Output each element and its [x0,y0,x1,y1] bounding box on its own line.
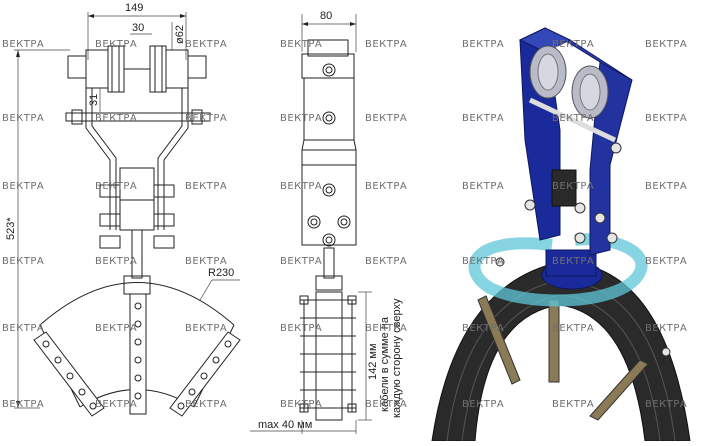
dim-30: 30 [132,22,144,34]
watermark: ВЕКТРА [185,256,227,267]
dim-80: 80 [320,10,332,22]
watermark: ВЕКТРА [462,113,504,124]
right-clamp-plate [169,331,241,417]
watermark: ВЕКТРА [2,113,44,124]
watermark: ВЕКТРА [462,323,504,334]
watermark: ВЕКТРА [185,39,227,50]
watermark: ВЕКТРА [552,39,594,50]
dim-31: 31 [88,94,100,106]
dim-dia-62: ø62 [174,25,186,44]
watermark: ВЕКТРА [645,181,687,192]
side-view: 80 [250,10,403,434]
dim-r230: R230 [208,267,234,279]
watermark: ВЕКТРА [645,323,687,334]
watermark: ВЕКТРА [645,113,687,124]
front-view: 149 30 ø62 523* 31 [5,2,241,417]
dim-max-40: max 40 мм [258,419,312,431]
watermark: ВЕКТРА [185,323,227,334]
center-clamp-plate [129,293,147,415]
watermark: ВЕКТРА [462,256,504,267]
watermark: ВЕКТРА [462,39,504,50]
right-clamp-strap [589,359,649,421]
watermark: ВЕКТРА [185,181,227,192]
3d-render [431,27,691,442]
watermark: ВЕКТРА [95,181,137,192]
watermark: ВЕКТРА [645,256,687,267]
watermark: ВЕКТРА [552,399,594,410]
watermark: ВЕКТРА [365,113,407,124]
watermark-grid: ВЕКТРА ВЕКТРА ВЕКТРА ВЕКТРА ВЕКТРА ВЕКТР… [2,39,687,410]
watermark: ВЕКТРА [95,256,137,267]
watermark: ВЕКТРА [280,256,322,267]
watermark: ВЕКТРА [365,323,407,334]
watermark: ВЕКТРА [280,181,322,192]
watermark: ВЕКТРА [280,323,322,334]
watermark: ВЕКТРА [645,39,687,50]
watermark: ВЕКТРА [280,113,322,124]
watermark: ВЕКТРА [365,256,407,267]
watermark: ВЕКТРА [2,39,44,50]
frame-bolts [495,142,671,357]
watermark: ВЕКТРА [95,399,137,410]
watermark: ВЕКТРА [95,39,137,50]
watermark: ВЕКТРА [462,399,504,410]
center-clamp-strap [548,299,560,383]
left-clamp-plate [33,331,105,417]
watermark: ВЕКТРА [645,399,687,410]
watermark: ВЕКТРА [185,113,227,124]
watermark: ВЕКТРА [552,323,594,334]
side-cable-stack [299,291,357,421]
cable-bundle [431,261,691,442]
swivel-ring [468,233,648,307]
watermark: ВЕКТРА [95,113,137,124]
roller-assembly [528,45,617,143]
watermark: ВЕКТРА [280,39,322,50]
watermark: ВЕКТРА [185,399,227,410]
watermark: ВЕКТРА [365,39,407,50]
watermark: ВЕКТРА [365,181,407,192]
dim-523: 523* [5,217,17,240]
dim-142: 142 мм [367,343,379,380]
watermark: ВЕКТРА [2,181,44,192]
bundle-note-line-2: каждую сторону сверху [391,298,403,418]
watermark: ВЕКТРА [552,181,594,192]
watermark: ВЕКТРА [95,323,137,334]
watermark: ВЕКТРА [2,399,44,410]
watermark: ВЕКТРА [365,399,407,410]
watermark: ВЕКТРА [2,256,44,267]
dim-149: 149 [125,2,143,14]
watermark: ВЕКТРА [2,323,44,334]
bundle-note-line-1: кабели в сумме на [379,316,391,412]
watermark: ВЕКТРА [552,256,594,267]
watermark: ВЕКТРА [552,113,594,124]
watermark: ВЕКТРА [462,181,504,192]
watermark: ВЕКТРА [280,399,322,410]
left-clamp-strap [477,295,521,385]
